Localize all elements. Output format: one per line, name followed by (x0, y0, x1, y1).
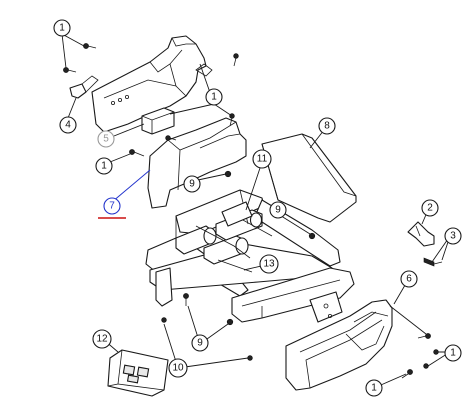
screw-right-c (423, 363, 429, 369)
svg-text:13: 13 (263, 259, 275, 270)
svg-text:7: 7 (109, 201, 115, 212)
svg-text:9: 9 (197, 338, 203, 349)
callout-3: 3 (444, 227, 462, 245)
spring-clip (407, 221, 435, 247)
callout-11: 11 (252, 149, 272, 169)
screw-right-a (425, 333, 431, 339)
screw-right-b (407, 369, 413, 375)
callout-12: 12 (92, 329, 112, 349)
svg-text:1: 1 (371, 383, 377, 394)
svg-text:1: 1 (211, 92, 217, 103)
svg-text:8: 8 (324, 121, 330, 132)
svg-text:1: 1 (101, 161, 107, 172)
washer-a (161, 317, 167, 323)
small-screw-3 (423, 257, 443, 267)
seat-side-shield (285, 299, 393, 391)
callout-10: 10 (168, 358, 188, 378)
screw-mid-b (165, 135, 171, 141)
callout-9-right: 9 (269, 201, 287, 219)
callout-9-lower: 9 (191, 334, 209, 352)
bracket-block (141, 107, 175, 135)
svg-text:11: 11 (257, 154, 268, 165)
svg-text:6: 6 (406, 274, 412, 285)
callout-5: 5 (97, 130, 115, 148)
nut-a (224, 170, 232, 178)
callout-1-left: 1 (95, 157, 113, 175)
callout-1-bottom: 1 (365, 379, 383, 397)
svg-text:9: 9 (275, 205, 281, 216)
svg-text:2: 2 (427, 203, 433, 214)
svg-text:4: 4 (65, 120, 71, 131)
seat-track-frame (145, 189, 355, 323)
screw-top-a (83, 43, 89, 49)
svg-text:1: 1 (450, 348, 456, 359)
callout-7: 7 (103, 197, 121, 215)
highlighted-leader (111, 169, 151, 203)
svg-text:1: 1 (59, 23, 65, 34)
callout-8: 8 (318, 117, 336, 135)
seat-cushion-panel (261, 133, 357, 223)
screw-top-b (63, 67, 69, 73)
callout-1-upper-right: 1 (205, 88, 223, 106)
screw-top-c (233, 53, 239, 59)
svg-text:3: 3 (450, 231, 456, 242)
upper-trim-shield (91, 35, 213, 133)
callout-2: 2 (421, 199, 439, 217)
washer-b (247, 355, 253, 361)
callout-9-upper: 9 (183, 175, 201, 193)
screw-right-d (433, 349, 439, 355)
svg-text:5: 5 (103, 134, 109, 145)
svg-text:10: 10 (172, 363, 184, 374)
nut-d (226, 318, 234, 326)
callout-1-right: 1 (444, 344, 462, 362)
callout-4: 4 (59, 116, 77, 134)
fasteners (63, 43, 439, 379)
callout-6: 6 (400, 270, 418, 288)
svg-text:12: 12 (96, 334, 108, 345)
callout-1-top: 1 (53, 19, 71, 37)
nut-b (308, 232, 316, 240)
callout-13: 13 (259, 254, 279, 274)
nut-c (183, 293, 189, 299)
switch-module (107, 349, 169, 397)
side-trim-shield (147, 117, 247, 209)
screw-left (129, 149, 135, 155)
svg-text:9: 9 (189, 179, 195, 190)
